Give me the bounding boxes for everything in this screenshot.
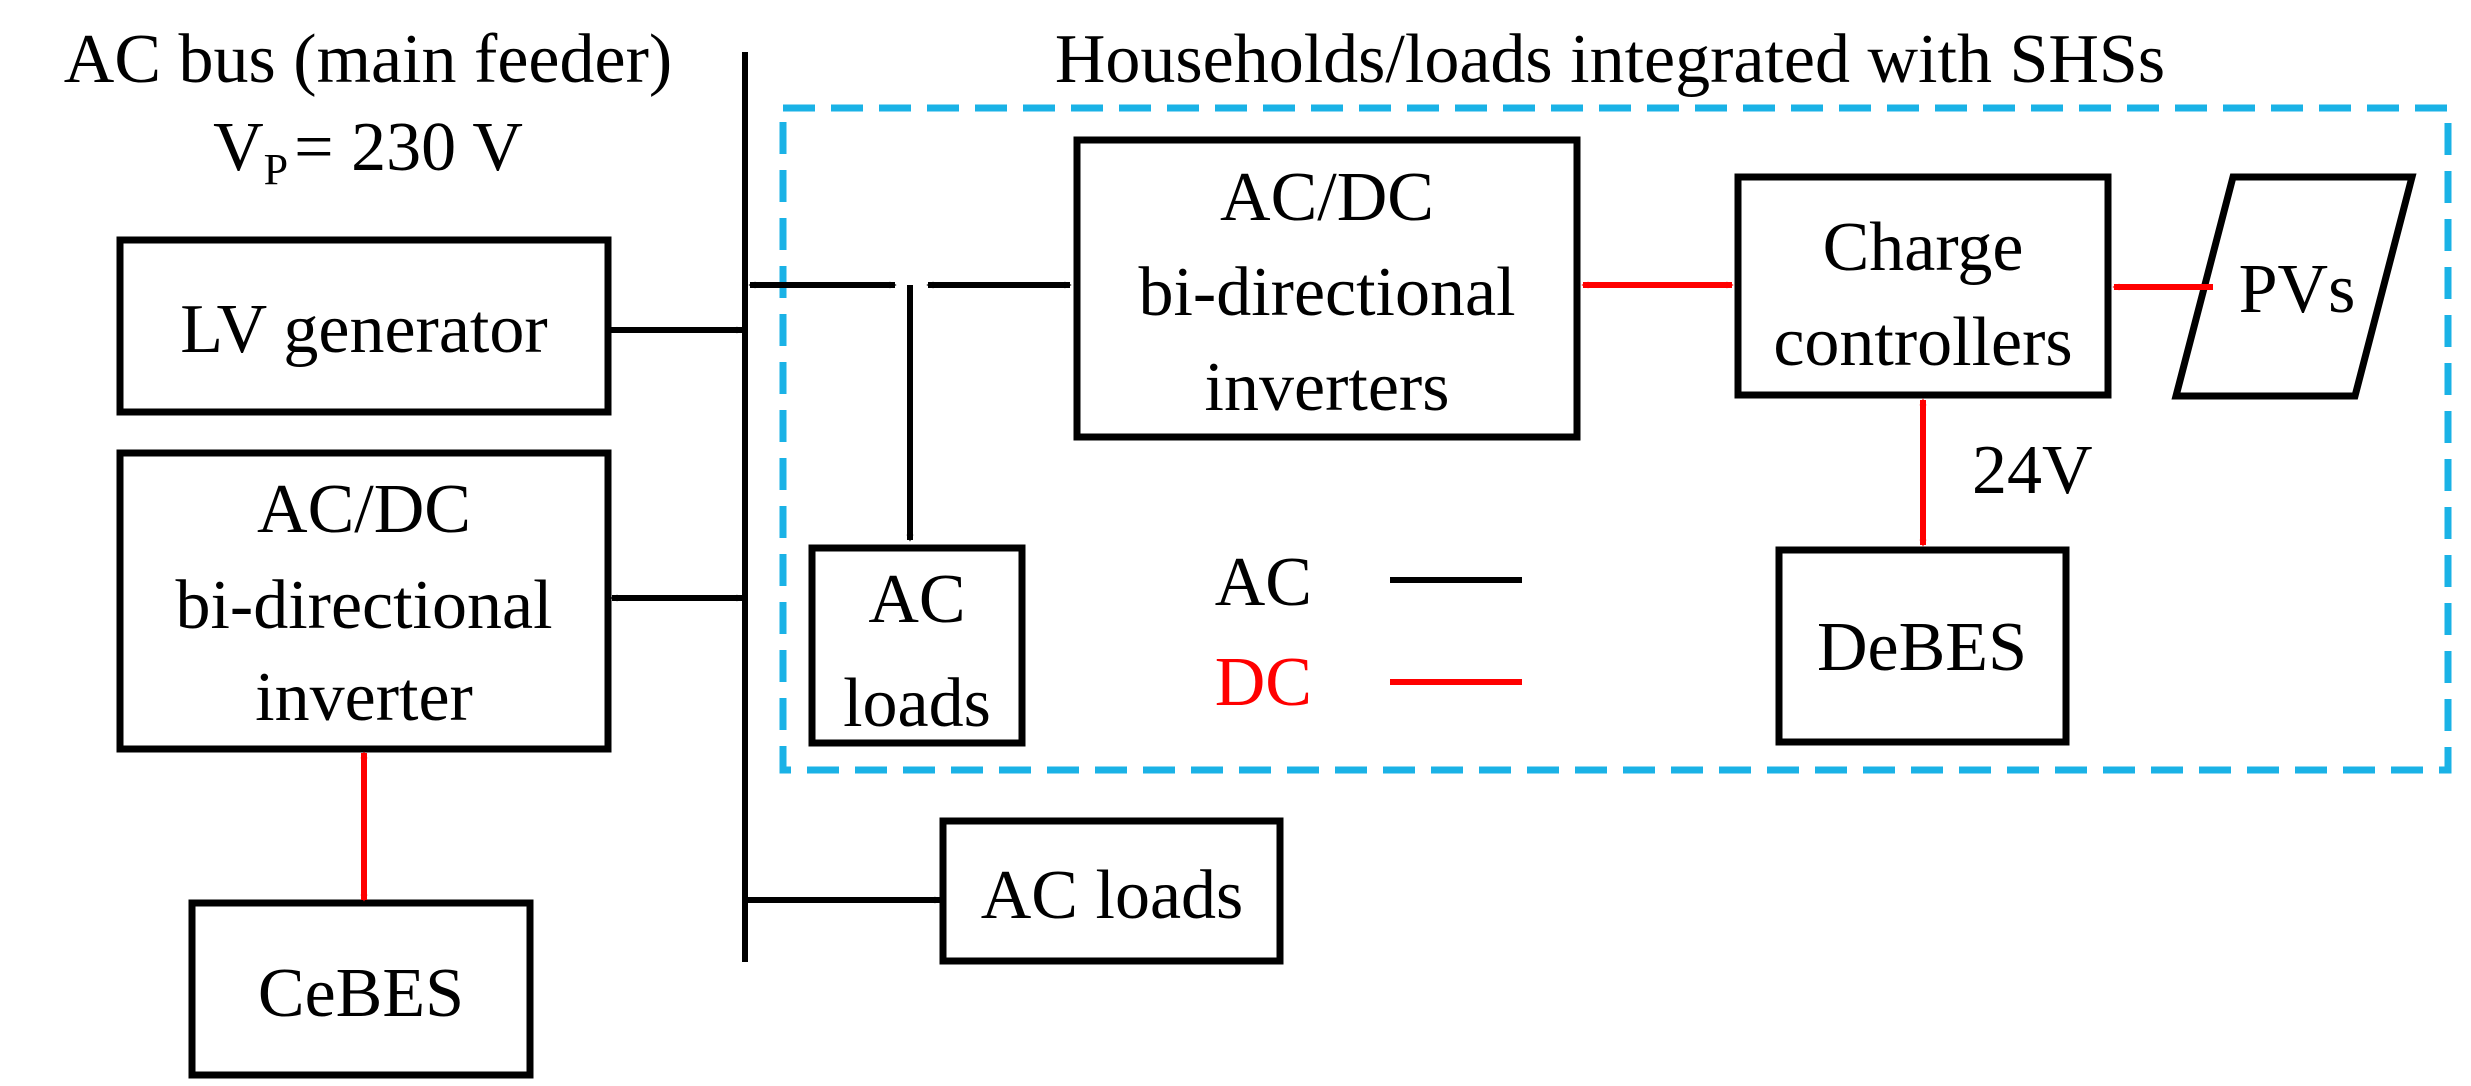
central-inverter-box	[116, 449, 612, 753]
bus-ac-loads-label: AC loads	[981, 857, 1244, 934]
household-boundary	[779, 104, 2452, 774]
debes-label: DeBES	[1817, 609, 2027, 686]
household-inverters-label-1: AC/DC	[1220, 159, 1434, 236]
bus-title: AC bus (main feeder)	[64, 21, 672, 98]
lv-generator-box	[116, 236, 612, 416]
legend-ac-label: AC	[1215, 544, 1312, 621]
house-ac-loads-box	[808, 544, 1026, 747]
cebes-label: CeBES	[258, 955, 464, 1032]
battery-voltage-label: 24V	[1972, 432, 2093, 509]
household-inverters-box	[1073, 136, 1581, 441]
central-inverter-label-3: inverter	[255, 659, 473, 736]
charge-controllers-label-2: controllers	[1773, 304, 2072, 381]
household-inverters-label-2: bi-directional	[1138, 254, 1515, 331]
house-ac-loads-label-1: AC	[868, 561, 965, 638]
charge-controllers-label-1: Charge	[1823, 209, 2024, 286]
debes-box	[1775, 546, 2070, 746]
central-inverter-label-2: bi-directional	[175, 567, 552, 644]
pvs-box	[2171, 173, 2417, 400]
bus-ac-loads-box	[939, 817, 1284, 965]
lv-generator-label: LV generator	[180, 291, 547, 368]
household-inverters-label-3: inverters	[1205, 349, 1450, 426]
house-ac-loads-label-2: loads	[843, 665, 991, 742]
voltage-value: = 230 V	[294, 109, 523, 186]
cebes-box	[188, 899, 534, 1079]
legend-dc-label: DC	[1215, 644, 1312, 721]
central-inverter-label-1: AC/DC	[257, 471, 471, 548]
voltage-symbol: V	[213, 109, 264, 186]
households-title: Households/loads integrated with SHSs	[1055, 21, 2165, 98]
charge-controllers-box	[1734, 173, 2112, 399]
pvs-label: PVs	[2239, 251, 2356, 328]
voltage-subscript: P	[264, 145, 288, 194]
voltage-label: VP= 230 V	[213, 109, 523, 194]
